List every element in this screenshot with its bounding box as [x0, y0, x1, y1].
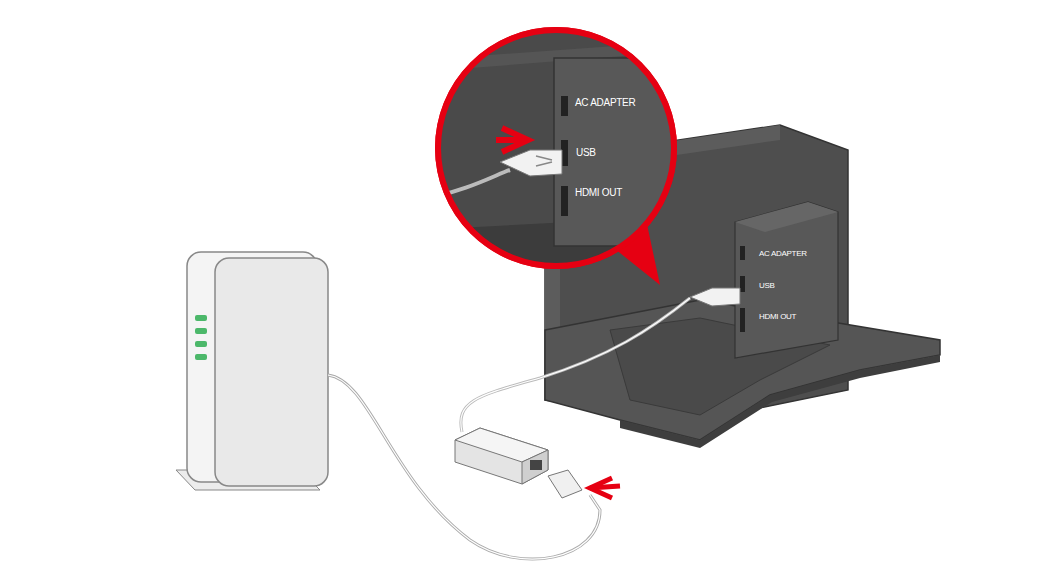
port-label: AC ADAPTER — [575, 98, 635, 108]
port-label: HDMI OUT — [759, 313, 796, 321]
port-label: HDMI OUT — [575, 188, 622, 198]
port-label: AC ADAPTER — [759, 250, 807, 258]
port-label: USB — [759, 282, 775, 290]
port-label: USB — [576, 148, 596, 158]
